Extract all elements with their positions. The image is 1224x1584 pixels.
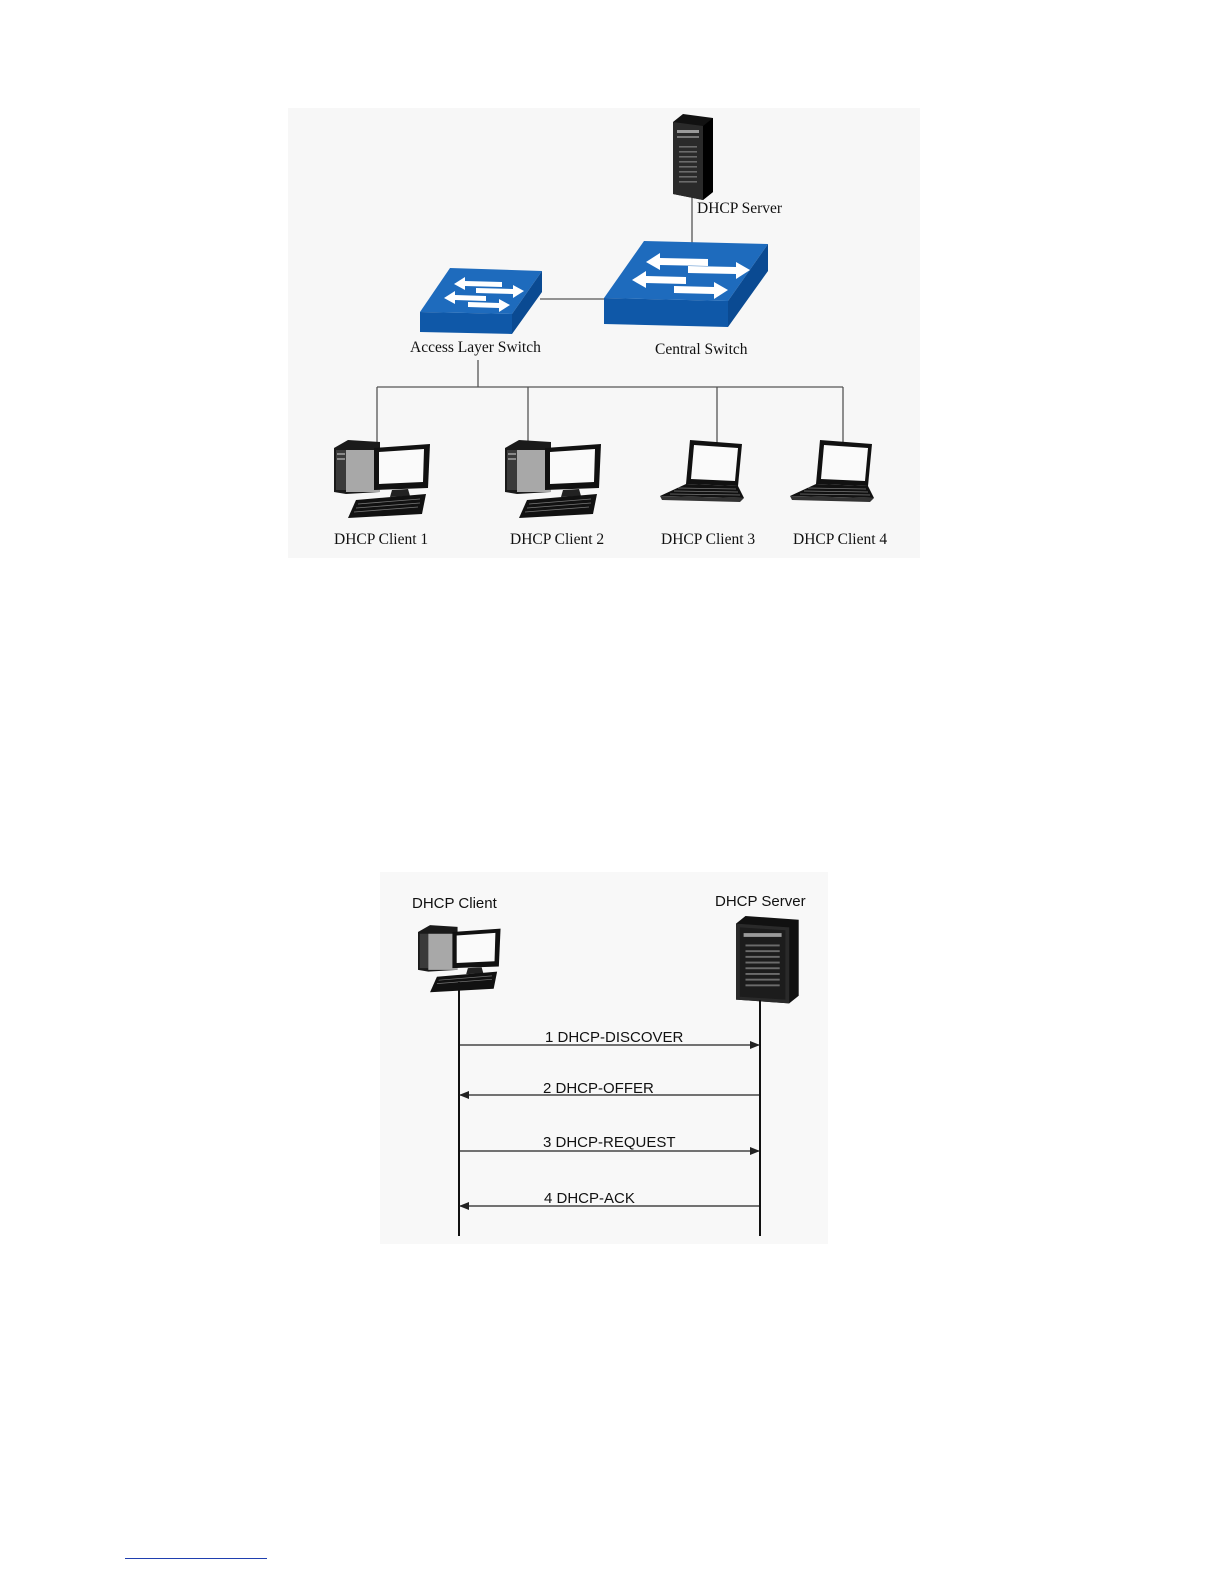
message-label: 2 DHCP-OFFER bbox=[543, 1080, 654, 1097]
server-tower-icon bbox=[673, 114, 713, 200]
central-switch-label: Central Switch bbox=[655, 341, 748, 358]
dhcp-server-label: DHCP Server bbox=[697, 200, 783, 217]
access-switch-icon bbox=[420, 268, 542, 334]
message-label: 4 DHCP-ACK bbox=[544, 1190, 635, 1207]
sequence-svg: DHCP Client DHCP Server bbox=[380, 872, 828, 1244]
desktop-pc-icon bbox=[334, 440, 430, 518]
access-switch-label: Access Layer Switch bbox=[410, 339, 541, 356]
client-4-label: DHCP Client 4 bbox=[793, 531, 887, 548]
message-label: 3 DHCP-REQUEST bbox=[543, 1134, 676, 1151]
laptop-icon bbox=[660, 440, 744, 502]
client-3-label: DHCP Client 3 bbox=[661, 531, 755, 548]
laptop-icon bbox=[790, 440, 874, 502]
desktop-pc-icon bbox=[505, 440, 601, 518]
message-offer: 2 DHCP-OFFER bbox=[460, 1080, 759, 1097]
message-discover: 1 DHCP-DISCOVER bbox=[460, 1029, 759, 1046]
sequence-client-label: DHCP Client bbox=[412, 895, 498, 912]
message-ack: 4 DHCP-ACK bbox=[460, 1190, 759, 1207]
topology-svg: DHCP Server Central Switch bbox=[288, 108, 920, 558]
client-1-label: DHCP Client 1 bbox=[334, 531, 428, 548]
footnote-rule bbox=[125, 1558, 267, 1559]
central-switch-icon bbox=[604, 241, 768, 327]
topology-diagram: DHCP Server Central Switch bbox=[288, 108, 920, 558]
client-2-label: DHCP Client 2 bbox=[510, 531, 604, 548]
sequence-server-label: DHCP Server bbox=[715, 893, 806, 910]
message-label: 1 DHCP-DISCOVER bbox=[545, 1029, 684, 1046]
message-request: 3 DHCP-REQUEST bbox=[460, 1134, 759, 1151]
server-tower-icon bbox=[736, 916, 799, 1003]
sequence-diagram: DHCP Client DHCP Server bbox=[380, 872, 828, 1244]
